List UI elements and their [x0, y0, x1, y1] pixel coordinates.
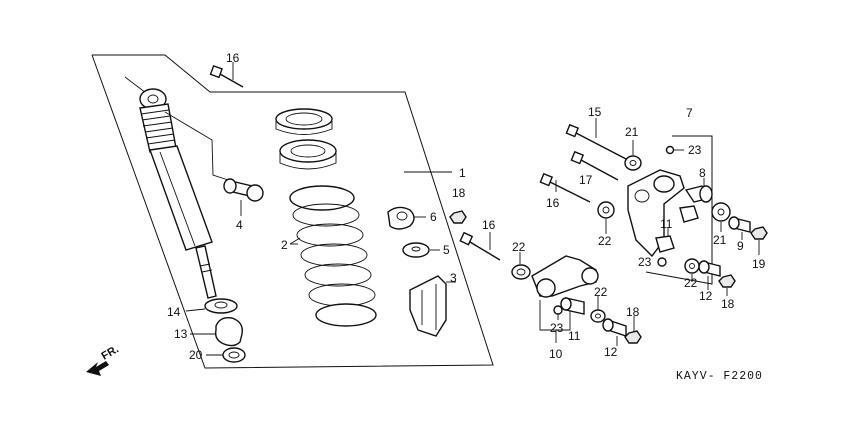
shock-link-10: [511, 255, 599, 343]
washer-22-low: [590, 309, 606, 323]
callout-4: 4: [236, 218, 243, 232]
bushing-4: [223, 178, 264, 216]
callout-22-b: 22: [598, 234, 612, 248]
callout-22-a: 22: [512, 240, 526, 254]
nut-18-c: [718, 274, 736, 296]
bolt-15: [565, 118, 629, 161]
grease-fitting-23-mid: [657, 257, 667, 267]
grease-fitting-23-top: [665, 145, 684, 155]
collar-8: [684, 178, 713, 203]
bolt-16-mid: [459, 231, 501, 261]
bolt-16-top: [209, 62, 244, 88]
callout-23-low: 23: [550, 321, 564, 335]
callout-1: 1: [459, 166, 466, 180]
bolt-16-right: [539, 172, 591, 203]
callout-7: 7: [686, 106, 693, 120]
grease-fitting-23-low: [553, 305, 563, 320]
washer-22-mid: [597, 201, 615, 234]
callout-21-top: 21: [625, 125, 639, 139]
callout-22-d: 22: [684, 276, 698, 290]
callout-19: 19: [752, 257, 766, 271]
front-direction-arrow: FR.: [86, 343, 121, 376]
callout-12-right: 12: [699, 289, 713, 303]
callout-12-low: 12: [604, 345, 618, 359]
nut-18-b: [624, 330, 642, 344]
callout-16-top: 16: [226, 51, 240, 65]
callout-6: 6: [430, 210, 437, 224]
callout-11-mid: 11: [660, 217, 673, 231]
callout-18-c: 18: [721, 297, 735, 311]
callout-16-right: 16: [546, 196, 560, 210]
callout-5: 5: [443, 243, 450, 257]
collar-11-low: [560, 297, 585, 315]
spring-adjuster-rings: [275, 108, 337, 170]
callout-15: 15: [588, 105, 602, 119]
collar-12-low: [602, 318, 627, 346]
lower-parts: [185, 298, 246, 363]
callout-10: 10: [549, 347, 563, 361]
callout-13: 13: [174, 327, 188, 341]
coil-spring: [289, 185, 377, 327]
callout-16-mid: 16: [482, 218, 496, 232]
callout-8: 8: [699, 166, 706, 180]
collar-12-right: [698, 260, 721, 290]
callout-23-top: 23: [688, 143, 702, 157]
callout-3: 3: [450, 271, 457, 285]
callout-2: 2: [281, 238, 288, 252]
fr-label: FR.: [100, 343, 121, 362]
callout-20: 20: [189, 348, 203, 362]
callout-14: 14: [167, 305, 181, 319]
diagram-code: KAYV- F2200: [676, 370, 763, 383]
callout-9: 9: [737, 239, 744, 253]
shock-arm-7: [627, 169, 685, 258]
assembly-frame: [91, 54, 494, 369]
washer-21-right: [711, 202, 731, 232]
callout-17: 17: [579, 173, 593, 187]
collar-6: [387, 206, 426, 230]
callout-21-right: 21: [713, 233, 727, 247]
callout-23-mid: 23: [638, 255, 652, 269]
nut-19: [750, 226, 768, 255]
bracket-3: [409, 275, 456, 337]
nut-18-a: [449, 210, 467, 224]
callout-labels: 1 2 3 4 5 6 7 8 9 10 11 11 12 12 13 14 1…: [167, 51, 766, 362]
washer-5: [402, 242, 440, 258]
callout-11-low: 11: [568, 329, 581, 343]
collar-11-mid: [655, 205, 699, 253]
collar-9: [728, 216, 751, 240]
washer-21-top: [624, 140, 642, 171]
callout-22-c: 22: [594, 285, 608, 299]
shock-absorber: [124, 76, 229, 299]
bolt-17: [570, 150, 619, 181]
callout-18-a: 18: [452, 186, 466, 200]
callout-18-b: 18: [626, 305, 640, 319]
